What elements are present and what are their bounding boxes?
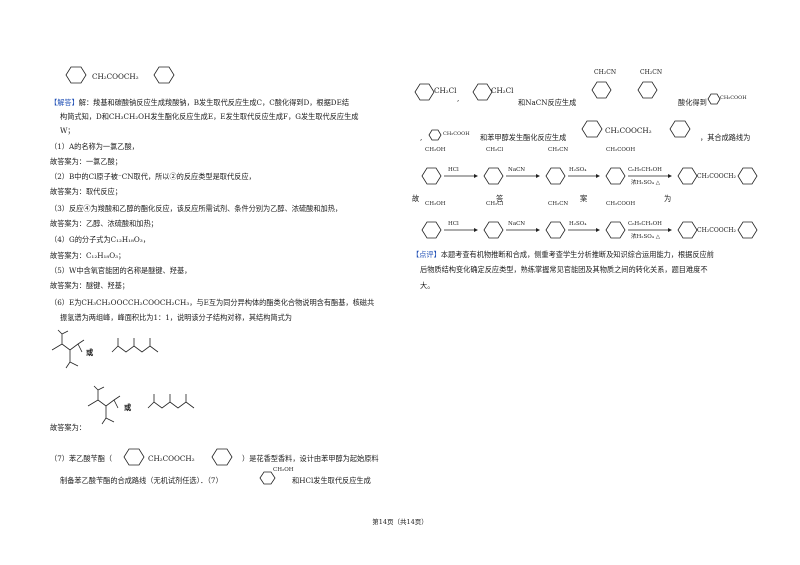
q6-text: （6）E为CH₃CH₂OOCCH₂COOCH₂CH₃，与E互为同分异构体的酯类化… <box>50 298 375 307</box>
isomer-structures-1 <box>51 329 159 369</box>
top-ester-structure <box>65 66 175 84</box>
q7-text-end: 和HCl发生取代反应生成 <box>292 476 371 485</box>
s1-reagent2: 浓H₂SO₄ △ <box>631 180 660 186</box>
ester-text: 和苯甲醇发生酯化反应生成 <box>480 133 567 142</box>
answer-char-4: 为 <box>664 194 672 203</box>
s1-reagent1: C₆H₅CH₂OH <box>628 167 662 173</box>
s1-ch2cl: CH₂Cl <box>486 147 504 153</box>
analysis-line-3: W； <box>60 126 75 135</box>
s2-nacn: NaCN <box>508 221 526 227</box>
q4-text: （4）G的分子式为C₁₂H₁₈O₃， <box>50 235 150 244</box>
q3-text: （3）反应④为羧酸和乙醇的酯化反应，该反应所需试剂、条件分别为乙醇、浓硫酸和加热… <box>50 204 343 213</box>
ch2cl-label-2: CH₂Cl <box>491 86 514 95</box>
a5-text: 故答案为：醚键、羟基； <box>50 281 130 290</box>
q5-text: （5）W中含氧官能团的名称是醚键、羟基， <box>50 266 192 275</box>
s1-nacn: NaCN <box>508 167 526 173</box>
s2-ch2oh: CH₂OH <box>425 201 446 207</box>
benzyl-chloride-structures <box>414 83 493 101</box>
a3-text: 故答案为：乙醇、浓硫酸和加热； <box>50 219 158 228</box>
route-text: ，其合成路线为 <box>700 133 751 142</box>
a1-text: 故答案为：一氯乙酸； <box>50 157 122 166</box>
top-ester-formula: CH₂COOCH₂ <box>92 72 139 81</box>
ch2cn-label-2: CH₂CN <box>640 69 663 76</box>
s2-reagent2: 浓H₂SO₄ △ <box>631 234 660 240</box>
ch2cl-label-1: CH₂Cl <box>434 86 457 95</box>
a4-text: 故答案为：C₁₂H₁₈O₃； <box>50 251 126 260</box>
q6-text-line2: 振氢谱为两组峰，峰面积比为1：1，说明该分子结构对称，其结构简式为 <box>60 313 292 322</box>
s1-h2so4: H₂SO₄ <box>569 167 587 173</box>
q7-text-mid: ）是花香型香料，设计由苯甲醇为起始原料 <box>242 454 379 463</box>
acid-small <box>707 93 721 105</box>
page-number: 第14页（共14页） <box>372 518 428 526</box>
ester-structure-right <box>581 120 691 138</box>
s1-ch2cooh: CH₂COOH <box>606 147 636 153</box>
acid-small-label-2: CH₂COOH <box>443 131 470 137</box>
q2-text: （2）B中的Cl原子被⁻CN取代，所以②的反应类型是取代反应， <box>50 172 256 181</box>
s2-h2so4: H₂SO₄ <box>569 221 587 227</box>
s2-ch2cl: CH₂Cl <box>486 201 504 207</box>
acid-small-2 <box>428 129 442 141</box>
a6-text: 故答案为： <box>50 423 86 432</box>
benzyl-alcohol-label: CH₂OH <box>273 467 294 473</box>
s2-product: CH₂COOCH₂ <box>697 227 736 234</box>
answer-char-3: 案 <box>580 194 588 203</box>
acid-small-label: CH₂COOH <box>720 95 747 101</box>
a2-text: 故答案为：取代反应； <box>50 187 122 196</box>
comment-line-1: 【点评】本题考查有机物推断和合成，侧重考查学生分析推断及知识综合运用能力，根据反… <box>412 250 714 259</box>
answer-char-1: 故 <box>412 194 420 203</box>
q1-text: （1）A的名称为一氯乙酸， <box>50 142 139 151</box>
answer-char-2: 答 <box>496 194 504 203</box>
isomer-structures-2 <box>87 385 195 425</box>
s1-ch2cn: CH₂CN <box>548 147 569 153</box>
analysis-line-1: 【解答】解：羧基和碳酸钠反应生成羧酸钠，B发生取代反应生成C，C酸化得到D，根据… <box>50 98 350 107</box>
acidify-text: 酸化得到 <box>678 98 707 107</box>
s2-reagent1: C₆H₅CH₂OH <box>628 221 662 227</box>
benzyl-alcohol-small <box>259 471 276 485</box>
benzyl-cyanide-structures <box>591 81 658 99</box>
s1-ch2oh: CH₂OH <box>425 147 446 153</box>
q7-text: （7）苯乙酸苄酯（ <box>50 454 113 463</box>
ch2cn-label-1: CH₂CN <box>594 69 617 76</box>
q7-ester-formula: CH₂COOCH₂ <box>148 454 195 463</box>
or-word-2: 或 <box>124 403 132 412</box>
s2-ch2cn: CH₂CN <box>548 201 569 207</box>
s2-hcl: HCl <box>448 221 459 227</box>
comment-line-2: 后物质结构变化确定反应类型，熟练掌握常见官能团及其物质之间的转化关系，题目难度不 <box>420 265 708 274</box>
ester-formula-right: CH₂COOCH₂ <box>605 126 652 135</box>
q7-ester-structure <box>123 448 233 466</box>
comment-line-3: 大。 <box>420 281 435 290</box>
q7-text-line2: 制备苯乙酸苄酯的合成路线（无机试剂任选）．（7） <box>60 476 223 485</box>
nacn-text: 和NaCN反应生成 <box>518 98 577 107</box>
s1-hcl: HCl <box>448 167 459 173</box>
analysis-line-2: 构简式知，D和CH₃CH₂OH发生酯化反应生成E，E发生取代反应生成F，G发生取… <box>60 112 359 121</box>
s1-product: CH₂COOCH₂ <box>697 173 736 180</box>
or-word-1: 或 <box>86 348 94 357</box>
s2-ch2cooh: CH₂COOH <box>606 201 636 207</box>
